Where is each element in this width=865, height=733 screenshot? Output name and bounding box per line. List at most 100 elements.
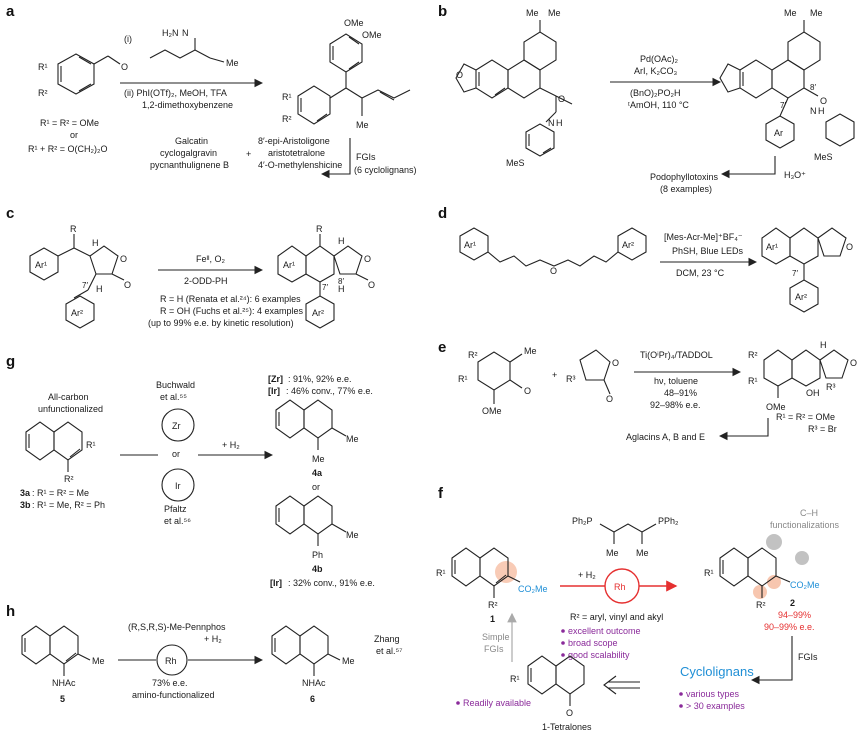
f-t-r1: R¹ <box>510 674 520 684</box>
f-bullet-1: broad scope <box>568 638 618 648</box>
g-allcarbon1: All-carbon <box>48 392 89 402</box>
g-prod4a: 4a <box>312 468 323 478</box>
b-cond2: ArI, K₂CO₃ <box>634 66 677 76</box>
f-fgis: FGIs <box>798 652 818 662</box>
a-fgis: FGIs <box>356 152 376 162</box>
e-sub1: R¹ = R² = OMe <box>776 412 835 422</box>
f-cyclolignans: Cyclolignans <box>680 664 754 679</box>
f-p-r2: R² <box>756 600 766 610</box>
c-p-o1: O <box>364 254 371 264</box>
a-prod-left-1: cyclogalgravin <box>160 148 217 158</box>
panel-g: g All-carbon unfunctionalized R¹ R² 3a :… <box>6 353 375 588</box>
h-num6: 6 <box>310 694 315 704</box>
a-r2: R² <box>38 88 48 98</box>
g-res-ir: : 46% conv., 77% e.e. <box>286 386 373 396</box>
panel-a: a O R¹ R² R¹ = R² = OMe or R¹ + R² = O(C… <box>6 3 417 179</box>
a-product-structure <box>297 33 411 125</box>
f-r1: R¹ <box>436 568 446 578</box>
g-or: or <box>172 449 180 459</box>
d-cond3: DCM, 23 °C <box>676 268 725 278</box>
f-readily-dot <box>456 701 460 705</box>
b-product-structure <box>719 20 855 149</box>
g-buchwald1: Buchwald <box>156 380 195 390</box>
f-bullet-dot-0 <box>561 629 565 633</box>
a-prod-right-0: 8′-epi-Aristoligone <box>258 136 330 146</box>
b-product1: Podophyllotoxins <box>650 172 719 182</box>
d-p-ar2: Ar² <box>795 292 807 302</box>
panel-b-label: b <box>438 3 447 20</box>
d-product-structure <box>761 227 847 313</box>
b-h3o-arrow <box>720 156 776 179</box>
h-rh: Rh <box>165 656 177 666</box>
a-r1: R¹ <box>38 62 48 72</box>
c-product-structure <box>277 234 369 329</box>
g-me-b: Me <box>312 454 325 464</box>
b-p7: 7′ <box>780 101 786 110</box>
e-cond1: Ti(OⁱPr)₄/TADDOL <box>640 350 713 360</box>
panel-e-label: e <box>438 339 446 356</box>
e-cond4: 92–98% e.e. <box>650 400 701 410</box>
g-r2: R² <box>64 474 74 484</box>
h-amino: amino-functionalized <box>132 690 215 700</box>
c-ar1: Ar¹ <box>35 260 47 270</box>
h-substrate-structure <box>21 625 91 676</box>
g-me-a: Me <box>346 434 359 444</box>
a-prod-left-2: pycnanthulignene B <box>150 160 229 170</box>
c-p-ar2: Ar² <box>312 308 324 318</box>
e-r1: R¹ <box>458 374 468 384</box>
b-me-d: Me <box>810 8 823 18</box>
g-sub3b: : R¹ = Me, R² = Ph <box>32 500 105 510</box>
f-yield: 94–99% <box>778 610 811 620</box>
a-sub1: R¹ = R² = OMe <box>40 118 99 128</box>
c-cond2: 2-ODD-PH <box>184 276 228 286</box>
panel-f: f Ph₂P PPh₂ Me Me R¹ R² CO₂Me 1 Rh + H₂ <box>436 485 840 732</box>
g-sub3a-num: 3a <box>20 488 31 498</box>
b-me-a: Me <box>526 8 539 18</box>
g-res4b: : 32% conv., 91% e.e. <box>288 578 375 588</box>
c-cond1: Feᴵᴵ, O₂ <box>196 254 226 264</box>
f-r2: R² <box>488 600 498 610</box>
panel-e: e R² R¹ Me O OMe + R³ O O Ti(OⁱPr)₄/TADD… <box>438 339 857 442</box>
zr-catalyst-cycle <box>161 408 195 442</box>
h-me2: Me <box>342 656 355 666</box>
e-ome: OMe <box>482 406 502 416</box>
b-h: H <box>556 118 563 128</box>
b-me-b: Me <box>548 8 561 18</box>
a-nh: N <box>182 28 189 38</box>
panel-h: h Me NHAc 5 (R,S,R,S)-Me-Pennphos + H₂ R… <box>6 603 403 704</box>
panel-b: b O Me Me O N H MeS Pd(OAc)₂ ArI, K₂CO₃ … <box>438 3 855 194</box>
e-p-r3: R³ <box>826 382 836 392</box>
e-aldehyde-structure <box>477 351 523 404</box>
f-tetralones: 1-Tetralones <box>542 722 592 732</box>
e-o2: O <box>612 358 619 368</box>
e-me: Me <box>524 346 537 356</box>
b-o3: O <box>820 96 827 106</box>
c-p-o2: O <box>368 280 375 290</box>
e-p-r1: R¹ <box>748 376 758 386</box>
f-cyc-bullet-0: various types <box>686 689 740 699</box>
d-p-p7: 7′ <box>792 269 798 278</box>
b-nh2: N <box>810 106 817 116</box>
e-cond2: hν, toluene <box>654 376 698 386</box>
e-r3: R³ <box>566 374 576 384</box>
d-cond2: PhSH, Blue LEDs <box>672 246 744 256</box>
panel-d: d Ar¹ Ar² O [Mes-Acr-Me]⁺BF₄⁻ PhSH, Blue… <box>438 205 853 313</box>
g-pfaltz2: et al.⁵⁶ <box>164 516 191 526</box>
h-zhang2: et al.⁵⁷ <box>376 646 403 656</box>
b-substrate-structure <box>455 20 573 157</box>
b-o1: O <box>456 70 463 80</box>
c-r: R <box>70 224 77 234</box>
c-substrate-structure <box>29 234 125 329</box>
g-res-zr: : 91%, 92% e.e. <box>288 374 352 384</box>
e-sub2: R³ = Br <box>808 424 837 434</box>
a-fgis2: (6 cyclolignans) <box>354 165 417 175</box>
f-bullet-0: excellent outcome <box>568 626 641 636</box>
g-prod-or: or <box>312 482 320 492</box>
d-ar1: Ar¹ <box>464 240 476 250</box>
a-ome1: OMe <box>362 30 382 40</box>
f-me1: Me <box>606 548 619 558</box>
b-mes2: MeS <box>814 152 833 162</box>
c-p-r: R <box>316 224 323 234</box>
b-cond3: (BnO)₂PO₂H <box>630 88 681 98</box>
c-h2: H <box>96 284 103 294</box>
